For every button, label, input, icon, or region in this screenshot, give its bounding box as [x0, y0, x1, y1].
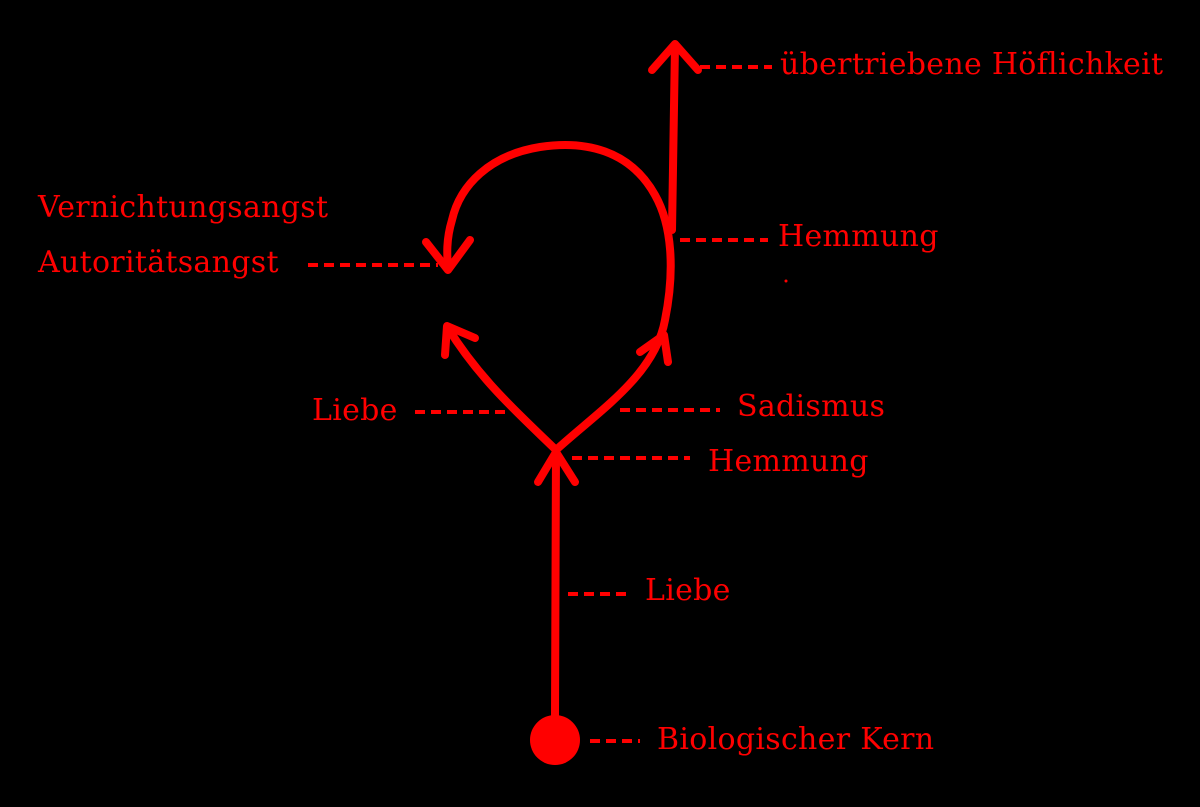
label-sadism: Sadismus — [737, 389, 886, 424]
upward-line — [668, 41, 679, 234]
upward-arrowhead — [648, 40, 702, 74]
left-branch-arrowhead — [441, 322, 479, 359]
label-annihilation-fear: Vernichtungsangst — [38, 190, 329, 225]
label-love-left: Liebe — [312, 393, 398, 428]
label-inhibition-upper: Hemmung — [778, 219, 939, 254]
right-branch-arrowhead — [636, 331, 672, 366]
core-dot — [530, 715, 580, 765]
loop-arrowhead — [422, 236, 474, 274]
label-biological-core: Biologischer Kern — [657, 722, 935, 757]
ink-speck — [784, 279, 788, 283]
left-branch — [444, 324, 560, 454]
label-inhibition-lower: Hemmung — [708, 444, 869, 479]
label-exaggerated-politeness: übertriebene Höflichkeit — [780, 47, 1164, 82]
label-authority-fear: Autoritätsangst — [38, 245, 279, 280]
label-love-lower: Liebe — [645, 573, 731, 608]
trunk-line — [551, 446, 560, 722]
right-loop — [443, 141, 675, 454]
